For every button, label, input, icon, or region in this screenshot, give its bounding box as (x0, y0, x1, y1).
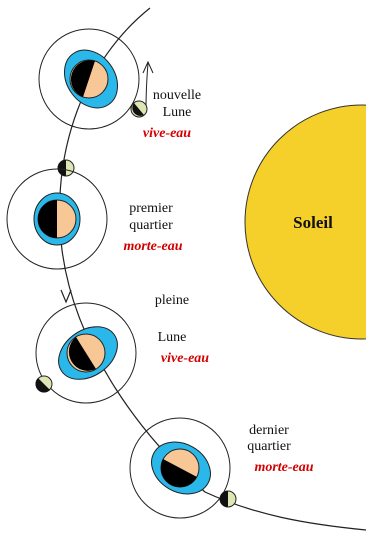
sun-disc (244, 104, 366, 340)
moon-path-segment (145, 62, 149, 109)
tide-label: vive-eau (143, 126, 191, 141)
tide-label: vive-eau (161, 351, 209, 366)
phase-label-line1: dernier (249, 423, 289, 438)
earth-night-side (68, 337, 96, 371)
phase-label-line1: premier (129, 201, 173, 216)
earth-night-side (38, 200, 57, 238)
tide-label: morte-eau (123, 239, 182, 254)
tide-label: morte-eau (254, 460, 313, 475)
moon (35, 375, 53, 393)
earth-night-side (70, 60, 95, 97)
earth-night-side (160, 459, 197, 488)
phase-label-line2: quartier (129, 218, 173, 233)
moon (219, 490, 237, 508)
moon-orbit-circle (38, 28, 140, 130)
moon-direction-arrow (142, 60, 154, 74)
moon (130, 100, 148, 118)
moon-orbit-circle (35, 302, 137, 404)
phase-label-line1: pleine (155, 293, 189, 308)
sun-label: Soleil (293, 213, 333, 232)
sun (244, 104, 366, 340)
moon-orbit-circle (6, 168, 108, 270)
phase-label-line2: quartier (247, 439, 291, 454)
phase-label-line2: Lune (163, 105, 192, 120)
phase-pleine-lune: pleine Lune vive-eau (35, 293, 209, 404)
phase-label-line1: nouvelle (153, 88, 201, 103)
phase-nouvelle-lune: nouvelle Lune vive-eau (38, 28, 201, 141)
moon-orbit-circle (129, 417, 231, 519)
orbit-direction-arrow (60, 289, 72, 304)
moon-transition (57, 159, 75, 177)
phase-dernier-quartier: dernier quartier morte-eau (129, 417, 314, 519)
phase-label-line2: Lune (158, 330, 187, 345)
phase-premier-quartier: premier quartier morte-eau (6, 168, 183, 270)
